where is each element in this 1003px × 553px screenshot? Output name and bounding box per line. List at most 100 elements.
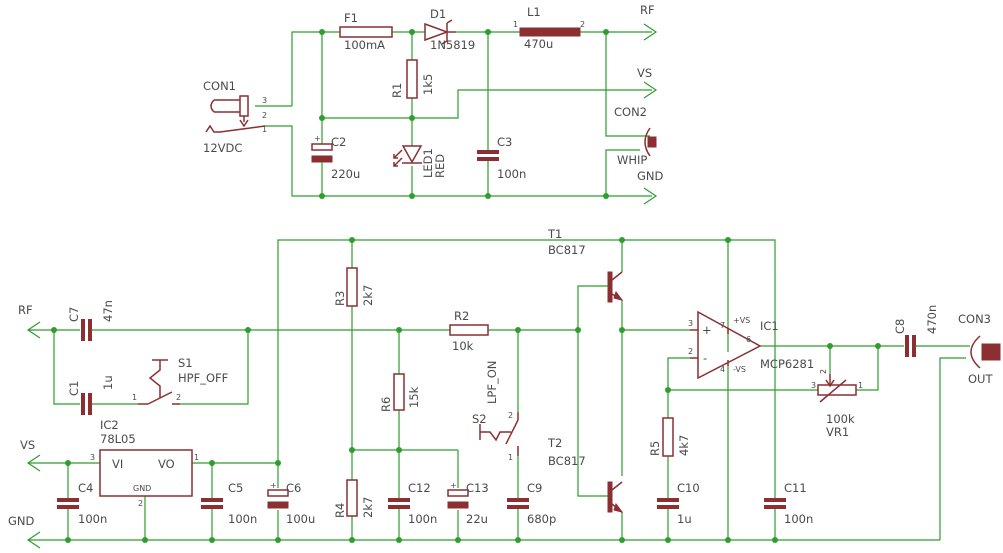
con2-value: WHIP bbox=[617, 153, 647, 167]
ic1-vpos: +VS bbox=[733, 316, 750, 325]
r4-name: R4 bbox=[333, 503, 347, 518]
vr1-value: 100k bbox=[826, 412, 855, 426]
c2-plus: + bbox=[314, 134, 321, 143]
ic2-vo: VO bbox=[158, 457, 175, 471]
transistor-t1: T1 BC817 bbox=[547, 227, 624, 303]
r5-name: R5 bbox=[648, 441, 662, 456]
wires-top bbox=[255, 31, 652, 197]
r1-value: 1k5 bbox=[421, 74, 435, 95]
ic2-pin2: 2 bbox=[138, 499, 143, 508]
c9-value: 680p bbox=[527, 512, 556, 526]
vr1-pin1: 1 bbox=[858, 381, 863, 390]
resistor-r6: R6 15k bbox=[379, 373, 421, 412]
s2-value: LPF_ON bbox=[485, 361, 499, 404]
capacitor-c2: + C2 220u bbox=[311, 134, 360, 181]
net-rf-bottom: RF bbox=[18, 303, 33, 317]
ic1-name: IC1 bbox=[760, 319, 779, 333]
junctions-bottom bbox=[51, 237, 881, 543]
ic1-value: MCP6281 bbox=[760, 357, 814, 371]
capacitor-c12: C12 100n bbox=[388, 481, 437, 526]
con3-name: CON3 bbox=[958, 312, 991, 326]
c5-name: C5 bbox=[228, 481, 243, 495]
t2-name: T2 bbox=[547, 436, 562, 450]
capacitor-c7: C7 47n bbox=[67, 300, 115, 341]
ic2-vi: VI bbox=[112, 457, 123, 471]
t1-value: BC817 bbox=[548, 243, 586, 257]
ic1-minus: - bbox=[703, 351, 707, 365]
c8-name: C8 bbox=[893, 319, 907, 334]
s1-name: S1 bbox=[178, 356, 193, 370]
ic2-value: 78L05 bbox=[100, 432, 136, 446]
r3-name: R3 bbox=[333, 291, 347, 306]
s2-pin1: 1 bbox=[508, 453, 513, 462]
c9-name: C9 bbox=[527, 481, 542, 495]
ic2-gnd: GND bbox=[133, 484, 151, 493]
capacitor-c1: C1 1u bbox=[67, 375, 115, 415]
led1-value: RED bbox=[433, 154, 447, 178]
ic1-pin3: 3 bbox=[688, 319, 693, 328]
capacitor-c3: C3 100n bbox=[477, 135, 526, 181]
transistor-t2: T2 BC817 bbox=[547, 436, 624, 513]
ic1-pin4: 4 bbox=[720, 365, 725, 374]
resistor-r3: R3 2k7 bbox=[333, 267, 375, 307]
ic2-name: IC2 bbox=[100, 418, 119, 432]
diode-d1: D1 1N5819 bbox=[424, 7, 475, 52]
net-vs-bottom: VS bbox=[20, 438, 35, 452]
capacitor-c13: + C13 22u bbox=[447, 481, 489, 526]
c6-value: 100u bbox=[286, 512, 315, 526]
r5-value: 4k7 bbox=[677, 435, 691, 456]
capacitor-c8: C8 470n bbox=[893, 305, 939, 357]
wires-bottom bbox=[28, 239, 970, 541]
net-gnd-bottom: GND bbox=[8, 514, 35, 528]
r2-name: R2 bbox=[454, 309, 469, 323]
t2-value: BC817 bbox=[548, 454, 586, 468]
d1-name: D1 bbox=[430, 7, 446, 21]
resistor-r1: R1 1k5 bbox=[390, 59, 435, 99]
switch-s1: S1 HPF_OFF 1 2 bbox=[132, 356, 228, 405]
c13-name: C13 bbox=[466, 481, 489, 495]
c12-value: 100n bbox=[408, 512, 437, 526]
c2-value: 220u bbox=[331, 167, 360, 181]
c11-name: C11 bbox=[784, 481, 807, 495]
inductor-l1: L1 470u 1 2 bbox=[513, 5, 585, 51]
c11-value: 100n bbox=[784, 512, 813, 526]
connector-con2: CON2 WHIP bbox=[614, 105, 657, 167]
s2-pin2: 2 bbox=[508, 411, 513, 420]
resistor-r4: R4 2k7 bbox=[333, 479, 375, 518]
c6-plus: + bbox=[270, 481, 277, 490]
led1-name: LED1 bbox=[421, 148, 435, 178]
c3-value: 100n bbox=[497, 167, 526, 181]
con2-name: CON2 bbox=[614, 105, 647, 119]
con1-name: CON1 bbox=[203, 79, 236, 93]
c7-value: 47n bbox=[101, 300, 115, 322]
c4-value: 100n bbox=[78, 512, 107, 526]
vr1-pin3: 3 bbox=[811, 381, 816, 390]
ic1-pin6: 6 bbox=[746, 335, 751, 344]
vr1-name: VR1 bbox=[826, 425, 849, 439]
c10-value: 1u bbox=[677, 512, 692, 526]
resistor-r2: R2 10k bbox=[449, 309, 489, 353]
capacitor-c11: C11 100n bbox=[764, 481, 813, 526]
ic2-pin1: 1 bbox=[194, 453, 199, 462]
ic1-pin7: 7 bbox=[720, 321, 725, 330]
r2-value: 10k bbox=[452, 339, 474, 353]
capacitor-c6: + C6 100u bbox=[267, 481, 315, 526]
net-arrows-top bbox=[643, 23, 658, 205]
net-rf-top: RF bbox=[640, 3, 655, 17]
s1-pin2: 2 bbox=[176, 393, 181, 402]
net-vs-top: VS bbox=[637, 66, 652, 80]
junctions-top bbox=[319, 29, 609, 199]
s1-value: HPF_OFF bbox=[178, 371, 228, 385]
connector-con1: CON1 12VDC 3 2 1 bbox=[203, 79, 267, 155]
t1-name: T1 bbox=[547, 227, 562, 241]
net-arrows-bottom bbox=[26, 321, 41, 549]
con1-pin2: 2 bbox=[262, 111, 267, 120]
potentiometer-vr1: 100k VR1 3 2 1 bbox=[811, 369, 863, 439]
r6-value: 15k bbox=[407, 386, 421, 408]
d1-value: 1N5819 bbox=[430, 38, 475, 52]
capacitor-c5: C5 100n bbox=[201, 481, 257, 526]
net-gnd-top: GND bbox=[637, 169, 664, 183]
con1-pin1: 1 bbox=[262, 125, 267, 134]
capacitor-c4: C4 100n bbox=[57, 481, 107, 526]
